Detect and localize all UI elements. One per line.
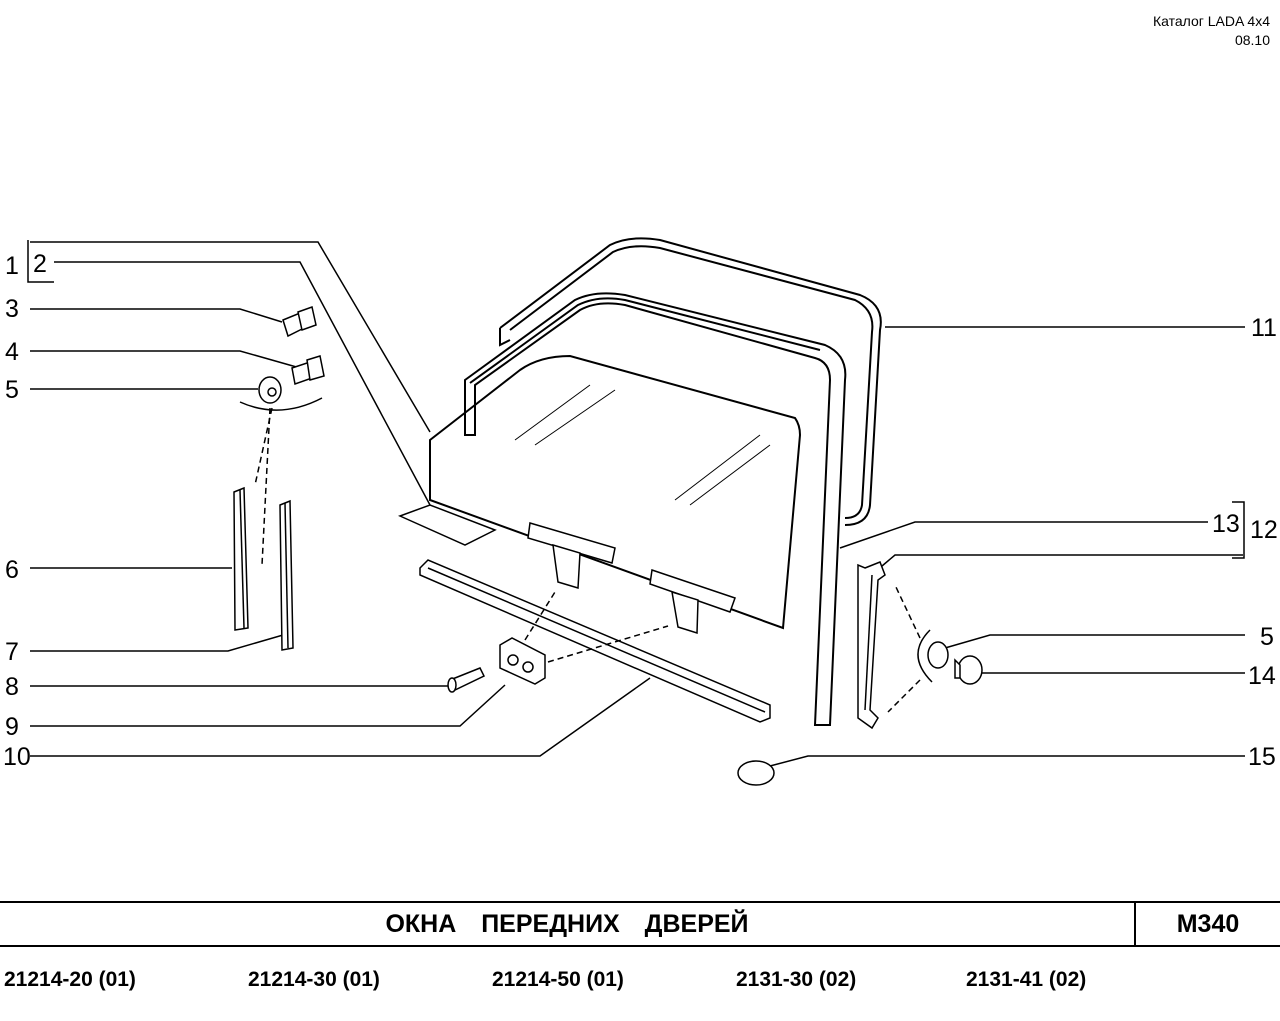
- screw: [447, 667, 486, 693]
- plug-15: [737, 760, 775, 786]
- slider-insert: [499, 637, 546, 685]
- bracket-12-13: [1232, 501, 1245, 559]
- leader-9: [30, 684, 506, 727]
- washer-5: [258, 376, 282, 404]
- callout-1: 1: [5, 252, 19, 280]
- catalog-date: 08.10: [1234, 32, 1270, 48]
- model-code: 21214-50 (01): [492, 968, 624, 991]
- callout-8: 8: [5, 673, 19, 701]
- callout-13: 13: [1212, 510, 1240, 538]
- callout-5a: 5: [5, 376, 19, 404]
- leader-3: [30, 308, 283, 323]
- model-code: 21214-30 (01): [248, 968, 380, 991]
- callout-14: 14: [1248, 662, 1276, 690]
- glass-holders: [527, 522, 736, 635]
- catalog-name: Каталог LADA 4x4: [1152, 13, 1270, 29]
- footer-top-rule: [0, 901, 1280, 903]
- page-code: М340: [1176, 910, 1240, 938]
- callout-9: 9: [5, 713, 19, 741]
- leader-2: [54, 261, 431, 506]
- leader-13: [839, 521, 1208, 549]
- leader-7: [30, 634, 284, 652]
- callout-4: 4: [5, 338, 19, 366]
- door-glass: [429, 354, 802, 630]
- parts-diagram: 1 2 3 4 5 6 7 8 9 10 11 13 12 5 14 15: [3, 237, 1278, 786]
- callout-3: 3: [5, 295, 19, 323]
- glass-seal-strip: [398, 504, 497, 546]
- footer-bottom-rule: [0, 945, 1280, 947]
- leader-1: [30, 241, 431, 433]
- callout-6: 6: [5, 556, 19, 584]
- bolt-4: [291, 355, 325, 385]
- model-code: 2131-30 (02): [736, 968, 857, 991]
- leader-15: [769, 755, 1245, 767]
- diagram-title: ОКНА ПЕРЕДНИХ ДВЕРЕЙ: [385, 910, 749, 938]
- callout-2: 2: [33, 250, 47, 278]
- washer-5b: [927, 641, 949, 669]
- leader-5b: [944, 634, 1245, 649]
- rear-guide-rails: [233, 486, 294, 651]
- callout-12: 12: [1250, 516, 1278, 544]
- model-code: 21214-20 (01): [4, 968, 136, 991]
- bracket-1-2: [27, 240, 54, 283]
- leader-10: [30, 677, 651, 757]
- arc-right: [917, 629, 933, 683]
- model-code: 2131-41 (02): [966, 968, 1087, 991]
- callout-7: 7: [5, 638, 19, 666]
- arc-left: [239, 397, 323, 411]
- footer-separator: [1134, 903, 1136, 946]
- leader-4: [30, 350, 301, 369]
- catalog-header: Каталог LADA 4x4 08.10: [1153, 12, 1270, 50]
- callout-11: 11: [1251, 314, 1277, 342]
- leader-12: [881, 554, 1243, 567]
- assembly-arrows: [254, 407, 921, 713]
- bolt-3: [282, 306, 317, 338]
- door-frame-seal: [499, 237, 882, 526]
- bolt-14: [954, 655, 983, 685]
- rear-channel: [857, 561, 886, 730]
- callout-15: 15: [1248, 743, 1276, 771]
- lifter-channel: [419, 559, 771, 723]
- callout-10: 10: [3, 743, 31, 771]
- window-guide-channel: [464, 292, 847, 726]
- callout-5b: 5: [1260, 623, 1274, 651]
